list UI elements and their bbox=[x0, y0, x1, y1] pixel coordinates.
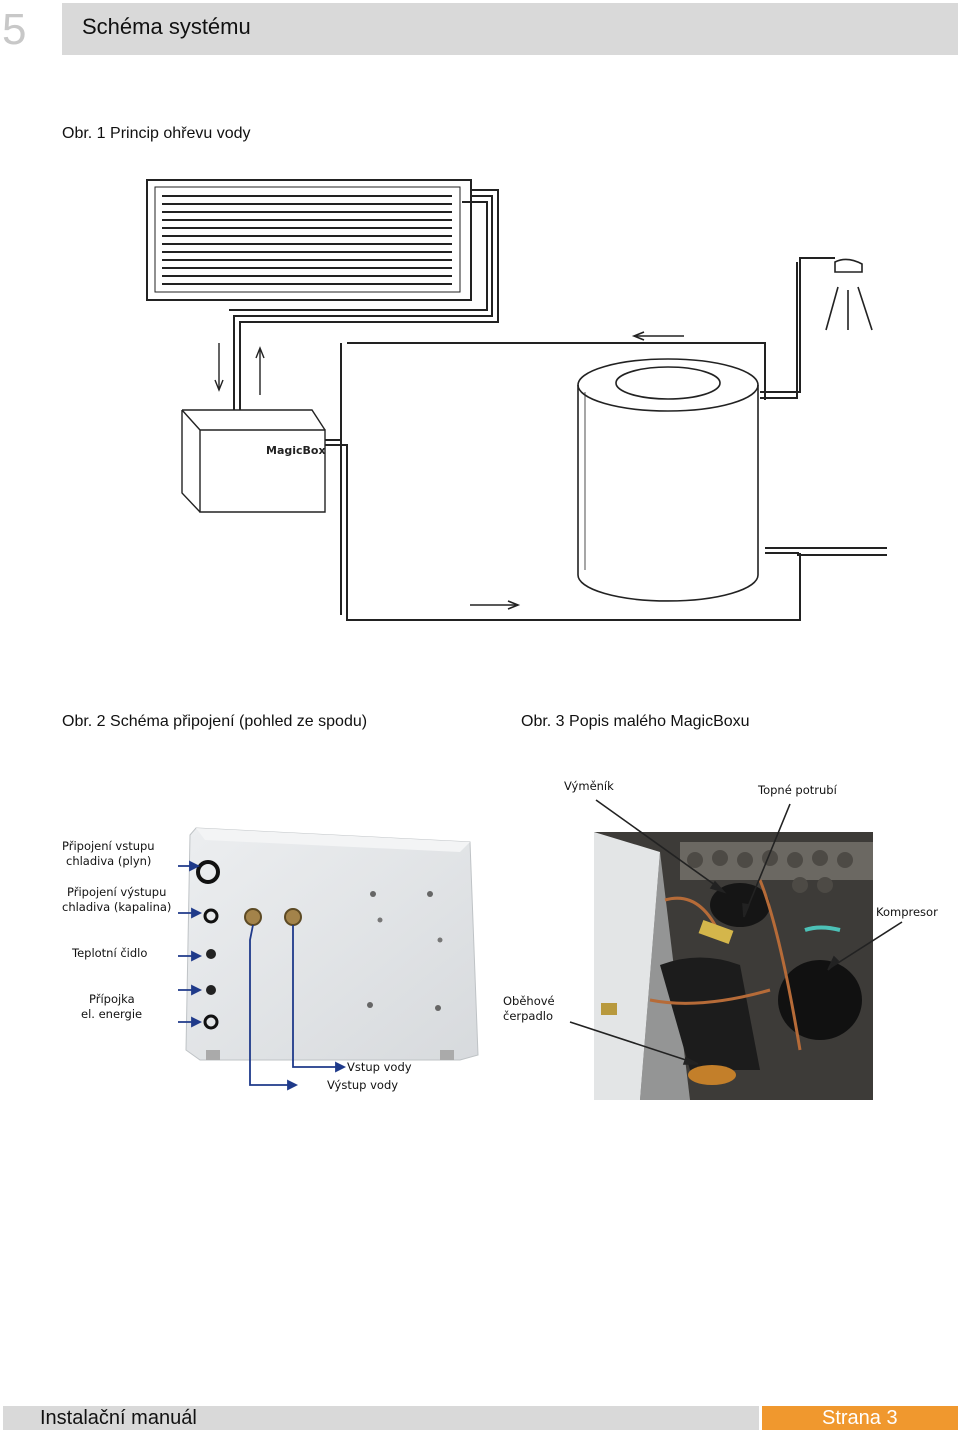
magicbox bbox=[181, 409, 326, 513]
header-bar bbox=[62, 3, 958, 55]
label-heating-pipe: Topné potrubí bbox=[758, 783, 837, 797]
connection-arrows bbox=[178, 860, 347, 1091]
footer-bar bbox=[3, 1406, 759, 1430]
footer-manual-title: Instalační manuál bbox=[40, 1407, 197, 1429]
panel-frame bbox=[146, 179, 472, 301]
label-water-out: Výstup vody bbox=[327, 1078, 399, 1092]
figure2-caption: Obr. 2 Schéma připojení (pohled ze spodu… bbox=[62, 713, 368, 730]
footer-page-number: Strana 3 bbox=[822, 1407, 898, 1429]
label-refrigerant-out-line1: Připojení výstupu bbox=[67, 885, 167, 899]
label-refrigerant-out-line2: chladiva (kapalina) bbox=[62, 900, 172, 914]
label-refrigerant-in-line1: Připojení vstupu bbox=[62, 839, 155, 853]
label-water-in: Vstup vody bbox=[347, 1060, 412, 1074]
water-heating-diagram: MagicBox bbox=[146, 179, 887, 621]
panel-coils bbox=[162, 195, 452, 285]
magicbox-bottom-photo bbox=[185, 827, 479, 1061]
label-power-line2: el. energie bbox=[81, 1007, 143, 1021]
panel-pipes bbox=[229, 189, 499, 410]
interior-photo bbox=[594, 832, 873, 1100]
label-refrigerant-in-line2: chladiva (plyn) bbox=[66, 854, 152, 868]
interior-arrows bbox=[569, 799, 903, 1065]
label-pump-line1: Oběhové bbox=[503, 994, 555, 1008]
water-tank bbox=[577, 358, 759, 602]
label-temp-sensor: Teplotní čidlo bbox=[72, 946, 148, 960]
magicbox-label: MagicBox bbox=[266, 444, 326, 457]
label-compressor: Kompresor bbox=[876, 905, 938, 919]
flow-arrows-box bbox=[214, 343, 265, 395]
label-power-line1: Přípojka bbox=[89, 992, 135, 1006]
flow-arrows-loop bbox=[470, 331, 684, 610]
page-title: Schéma systému bbox=[82, 14, 251, 39]
panel-inner bbox=[154, 186, 461, 293]
water-loop bbox=[325, 257, 887, 621]
footer-page-bar bbox=[762, 1406, 958, 1430]
figure3-caption: Obr. 3 Popis malého MagicBoxu bbox=[521, 713, 750, 730]
figure1-caption: Obr. 1 Princip ohřevu vody bbox=[62, 125, 251, 142]
label-exchanger: Výměník bbox=[564, 779, 614, 793]
shower-head bbox=[825, 258, 873, 331]
label-pump-line2: čerpadlo bbox=[503, 1009, 554, 1023]
chapter-number: 5 bbox=[2, 5, 27, 54]
